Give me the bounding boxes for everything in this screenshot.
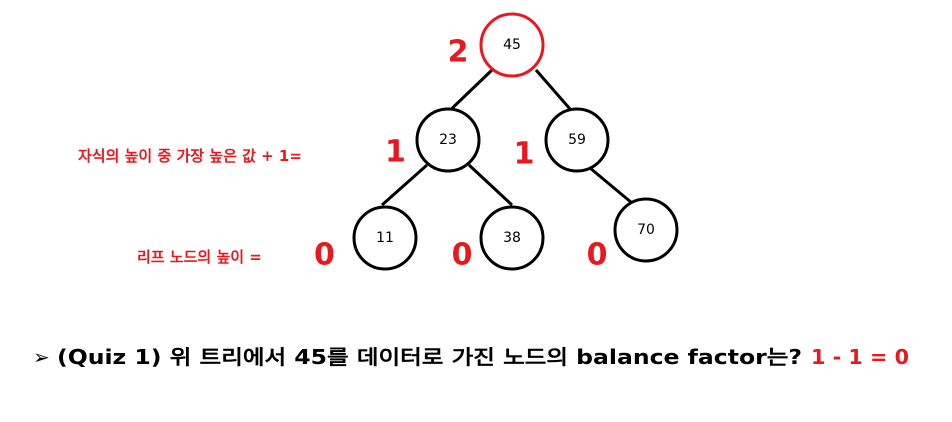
quiz-question: (Quiz 1) 위 트리에서 45를 데이터로 가진 노드의 balance … (57, 345, 802, 369)
node-heights: 2 1 0 0 (448, 35, 608, 273)
node-70-circle (613, 197, 679, 263)
edge-23-11 (381, 163, 428, 207)
node-59: 59 (544, 107, 610, 173)
annotation-leaf-value: 0 (314, 238, 335, 273)
node-11: 11 (352, 205, 418, 271)
annotation-leaf-rule: 리프 노드의 높이 = (137, 248, 262, 266)
node-23: 23 (415, 107, 481, 173)
quiz-bullet-icon: ➢ (33, 345, 50, 369)
node-38-circle (479, 205, 545, 271)
node-70: 70 (613, 197, 679, 263)
tree-nodes: 45 23 59 11 38 70 (352, 12, 679, 271)
node-45: 45 (479, 12, 545, 78)
height-label-59: 1 (514, 137, 535, 172)
annotation-internal-value: 1 (385, 135, 406, 170)
node-45-label: 45 (503, 37, 521, 53)
quiz-line: ➢ (Quiz 1) 위 트리에서 45를 데이터로 가진 노드의 balanc… (33, 345, 909, 369)
annotation-internal: 자식의 높이 중 가장 높은 값 + 1= 1 (78, 135, 406, 170)
edge-59-70 (589, 166, 633, 205)
height-label-70: 0 (587, 238, 608, 273)
node-38-label: 38 (503, 230, 521, 246)
annotation-internal-rule: 자식의 높이 중 가장 높은 값 + 1= (78, 147, 302, 165)
edge-23-38 (467, 163, 514, 207)
annotation-leaf: 리프 노드의 높이 = 0 (137, 238, 335, 273)
node-23-label: 23 (439, 132, 457, 148)
node-59-circle (544, 107, 610, 173)
height-label-38: 0 (452, 238, 473, 273)
quiz-answer: 1 - 1 = 0 (811, 345, 909, 369)
node-45-circle (479, 12, 545, 78)
node-38: 38 (479, 205, 545, 271)
node-59-label: 59 (568, 132, 586, 148)
height-label-45: 2 (448, 35, 469, 70)
node-23-circle (415, 107, 481, 173)
node-11-circle (352, 205, 418, 271)
node-70-label: 70 (637, 222, 655, 238)
node-11-label: 11 (376, 230, 394, 246)
